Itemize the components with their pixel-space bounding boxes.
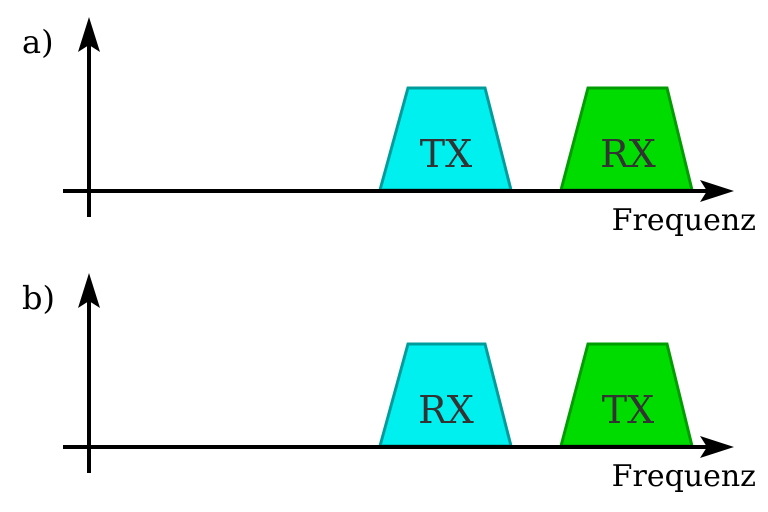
y-axis-arrowhead-icon bbox=[78, 273, 100, 308]
band-left-label: TX bbox=[420, 132, 472, 176]
x-axis-label: Frequenz bbox=[612, 203, 756, 238]
x-axis-arrowhead-icon bbox=[700, 180, 734, 202]
y-axis-arrowhead-icon bbox=[78, 17, 100, 52]
band-right-label: RX bbox=[600, 132, 656, 176]
panel-b: b) RX TX Frequenz bbox=[22, 273, 756, 494]
panel-a: a) TX RX Frequenz bbox=[22, 17, 756, 238]
panel-label: a) bbox=[22, 23, 54, 61]
x-axis-label: Frequenz bbox=[612, 459, 756, 494]
band-left-label: RX bbox=[418, 388, 474, 432]
band-right-label: TX bbox=[602, 388, 654, 432]
panel-label: b) bbox=[22, 279, 55, 317]
x-axis-arrowhead-icon bbox=[700, 436, 734, 458]
